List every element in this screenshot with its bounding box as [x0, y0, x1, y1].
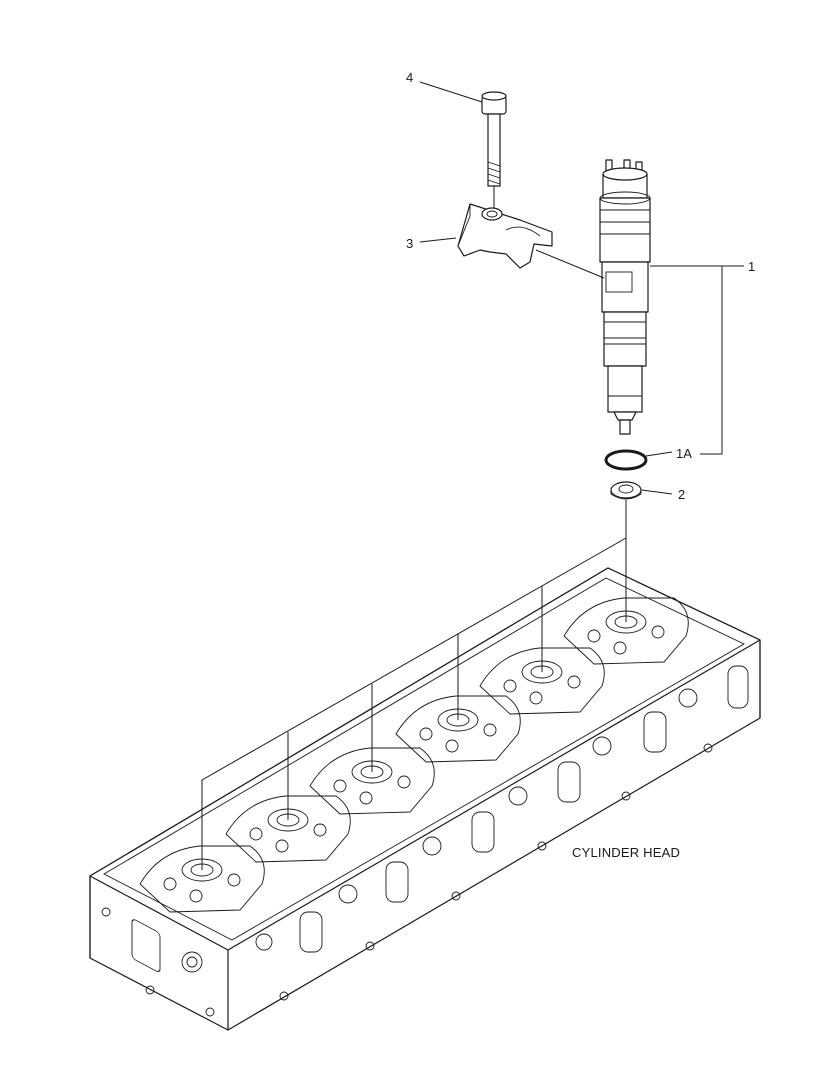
injector-clamp — [457, 203, 553, 269]
side-face-ports — [255, 665, 749, 1001]
assembly-lines — [201, 500, 627, 870]
callout-4: 4 — [406, 70, 413, 85]
fuel-injector — [599, 159, 651, 435]
callout-2: 2 — [678, 487, 685, 502]
cylinder-head-caption: CYLINDER HEAD — [572, 845, 680, 860]
callout-1a: 1A — [676, 446, 692, 461]
leader-lines — [419, 81, 744, 495]
o-ring — [604, 449, 648, 471]
callout-3: 3 — [406, 236, 413, 251]
clamp-bolt — [481, 91, 507, 208]
end-face-ports — [101, 907, 215, 1017]
cylinder-head — [89, 500, 761, 1031]
washer — [610, 481, 642, 500]
callout-1: 1 — [748, 259, 755, 274]
injector-bores — [139, 597, 689, 913]
